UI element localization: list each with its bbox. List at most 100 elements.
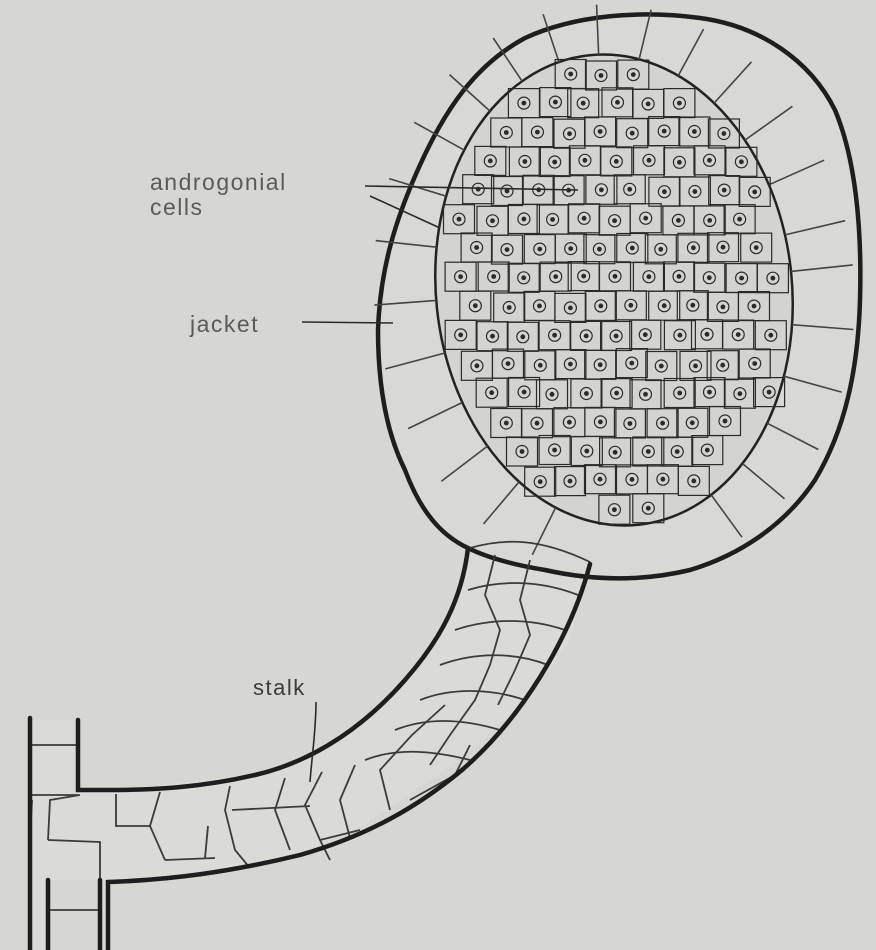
cell-nucleolus: [632, 73, 636, 77]
cell-nucleolus: [694, 364, 698, 368]
label-jacket: jacket: [190, 312, 259, 337]
cell-nucleolus: [489, 159, 493, 163]
cell-nucleolus: [705, 333, 709, 337]
cell-nucleolus: [538, 480, 542, 484]
cell-nucleolus: [738, 392, 742, 396]
cell-nucleolus: [723, 419, 727, 423]
cell-nucleolus: [457, 217, 461, 221]
cell-nucleolus: [581, 101, 585, 105]
cell-nucleolus: [474, 304, 478, 308]
cell-nucleolus: [582, 217, 586, 221]
cell-nucleolus: [738, 217, 742, 221]
cell-nucleolus: [568, 479, 572, 483]
cell-nucleolus: [598, 247, 602, 251]
cell-nucleolus: [505, 131, 509, 135]
cell-nucleolus: [523, 160, 527, 164]
label-stalk: stalk: [253, 676, 306, 700]
cell-nucleolus: [616, 101, 620, 105]
cell-nucleolus: [522, 390, 526, 394]
cell-nucleolus: [691, 303, 695, 307]
cell-nucleolus: [752, 304, 756, 308]
cell-nucleolus: [553, 160, 557, 164]
cell-nucleolus: [678, 333, 682, 337]
cell-nucleolus: [522, 217, 526, 221]
cell-nucleolus: [661, 421, 665, 425]
cell-nucleolus: [630, 478, 634, 482]
cell-nucleolus: [647, 275, 651, 279]
cell-nucleolus: [538, 247, 542, 251]
cell-nucleolus: [721, 363, 725, 367]
cell-nucleolus: [459, 333, 463, 337]
cell-nucleolus: [505, 421, 509, 425]
cell-nucleolus: [647, 506, 651, 510]
cell-nucleolus: [551, 218, 555, 222]
cell-nucleolus: [677, 275, 681, 279]
cell-nucleolus: [678, 161, 682, 165]
label-androgonial-line1: androgonial: [150, 170, 287, 195]
cell-nucleolus: [660, 364, 664, 368]
cell-nucleolus: [585, 392, 589, 396]
cell-nucleolus: [492, 275, 496, 279]
cell-nucleolus: [708, 276, 712, 280]
cell-nucleolus: [629, 304, 633, 308]
cell-nucleolus: [706, 448, 710, 452]
cell-nucleolus: [662, 129, 666, 133]
cell-nucleolus: [692, 479, 696, 483]
cell-nucleolus: [506, 362, 510, 366]
cell-nucleolus: [553, 333, 557, 337]
cell-nucleolus: [554, 275, 558, 279]
cell-nucleolus: [647, 159, 651, 163]
cell-nucleolus: [598, 130, 602, 134]
cell-nucleolus: [708, 159, 712, 163]
label-androgonial-cells: androgonial cells: [150, 170, 287, 221]
cell-nucleolus: [644, 216, 648, 220]
leader-jacket: [302, 322, 393, 323]
cell-nucleolus: [628, 422, 632, 426]
cell-nucleolus: [539, 364, 543, 368]
cell-nucleolus: [568, 420, 572, 424]
cell-nucleolus: [538, 304, 542, 308]
cell-nucleolus: [614, 334, 618, 338]
cell-nucleolus: [753, 362, 757, 366]
cell-nucleolus: [491, 219, 495, 223]
cell-nucleolus: [662, 304, 666, 308]
cell-nucleolus: [615, 160, 619, 164]
cell-nucleolus: [692, 246, 696, 250]
cell-nucleolus: [569, 247, 573, 251]
cell-nucleolus: [708, 219, 712, 223]
cell-nucleolus: [459, 275, 463, 279]
cell-nucleolus: [736, 333, 740, 337]
cell-nucleolus: [521, 335, 525, 339]
cell-nucleolus: [644, 393, 648, 397]
cell-nucleolus: [753, 190, 757, 194]
cell-nucleolus: [585, 449, 589, 453]
cell-nucleolus: [647, 450, 651, 454]
cell-nucleolus: [505, 189, 509, 193]
cell-nucleolus: [722, 132, 726, 136]
cell-nucleolus: [628, 188, 632, 192]
cell-nucleolus: [491, 334, 495, 338]
cell-nucleolus: [600, 188, 604, 192]
cell-nucleolus: [522, 276, 526, 280]
cell-nucleolus: [663, 190, 667, 194]
cell-nucleolus: [522, 101, 526, 105]
cell-nucleolus: [520, 450, 524, 454]
cell-nucleolus: [598, 363, 602, 367]
cell-nucleolus: [553, 448, 557, 452]
cell-nucleolus: [721, 245, 725, 249]
cell-nucleolus: [613, 451, 617, 455]
cell-nucleolus: [475, 246, 479, 250]
cell-nucleolus: [535, 421, 539, 425]
cell-nucleolus: [693, 190, 697, 194]
cell-nucleolus: [740, 276, 744, 280]
cell-nucleolus: [693, 130, 697, 134]
cell-nucleolus: [722, 188, 726, 192]
cell-nucleolus: [767, 390, 771, 394]
cell-nucleolus: [613, 219, 617, 223]
cell-nucleolus: [630, 131, 634, 135]
cell-nucleolus: [584, 334, 588, 338]
cell-nucleolus: [769, 333, 773, 337]
cell-nucleolus: [507, 306, 511, 310]
